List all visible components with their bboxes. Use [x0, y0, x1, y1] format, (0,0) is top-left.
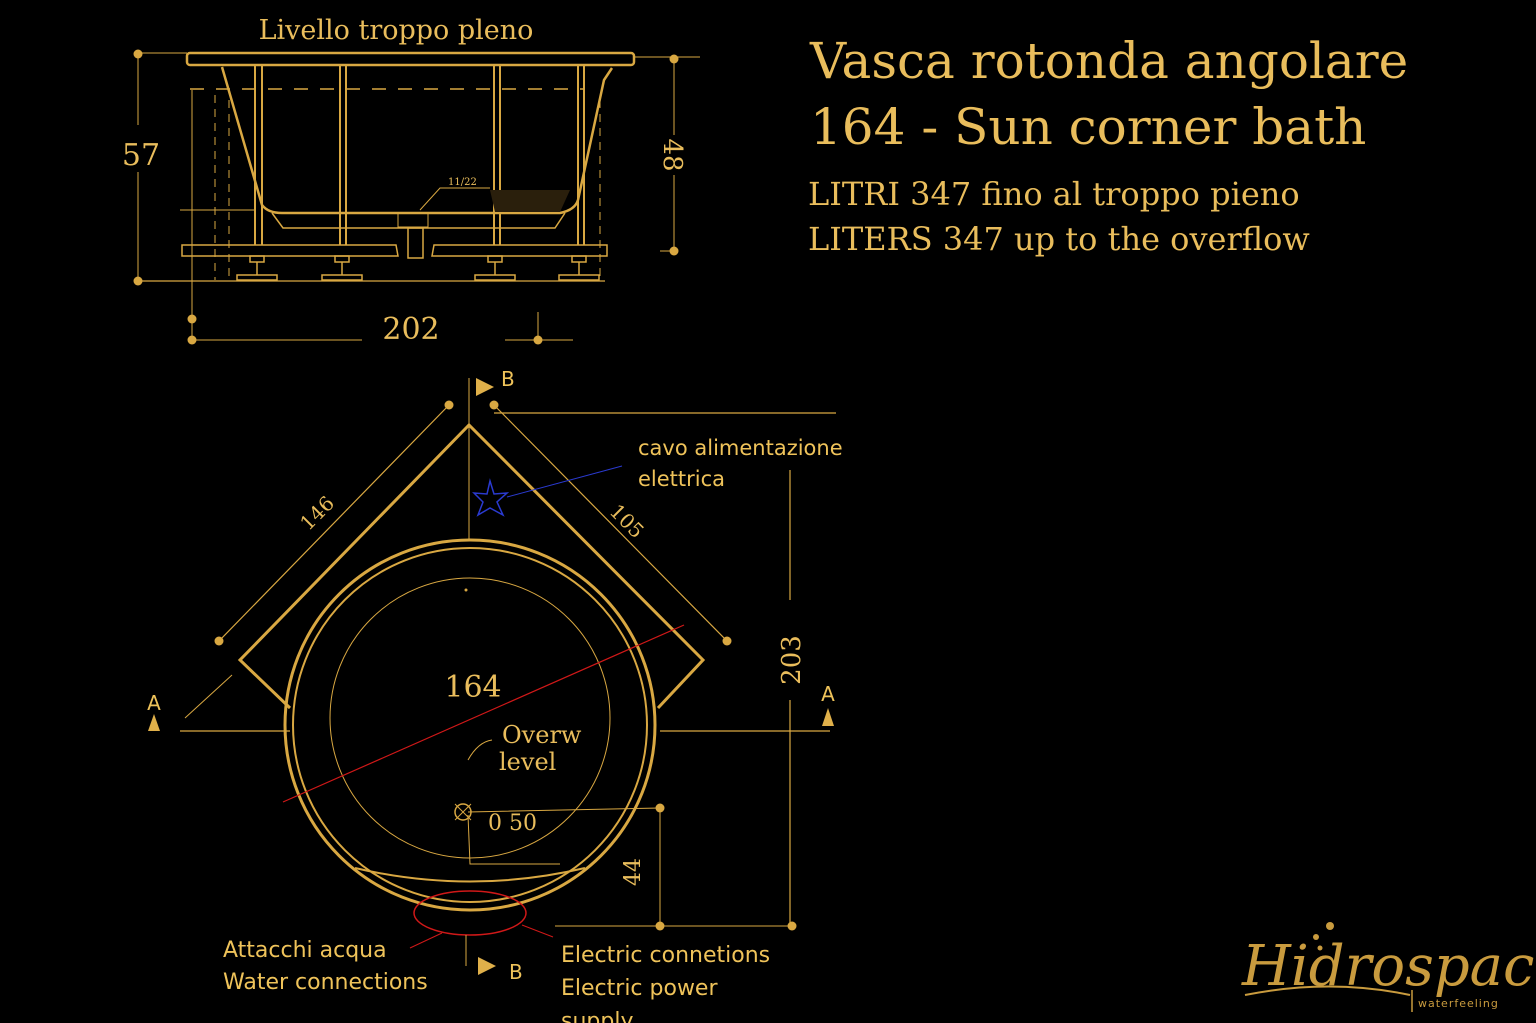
side-dimension-lines: [218, 404, 836, 926]
water-leader: [409, 932, 443, 949]
overflow-level-label: Livello troppo pleno: [259, 15, 534, 46]
height-total-value: 57: [122, 138, 160, 173]
title-block: Vasca rotonda angolare 164 - Sun corner …: [808, 32, 1408, 258]
drain-body: [397, 212, 429, 228]
section-b-arrow-top: [476, 378, 494, 396]
side-left-value: 146: [295, 491, 339, 535]
top-view: B 146 105 A A 164 Overw: [147, 367, 842, 1023]
drain-offset-value: 44: [621, 858, 646, 886]
bath-front-seat: [354, 867, 586, 883]
overflow-leader: [467, 739, 493, 761]
bath-rim: [185, 51, 636, 67]
drain-shading: [490, 190, 570, 212]
section-a-arrow-left: [148, 714, 160, 731]
hidden-lines: [180, 95, 601, 280]
drain-leader: [419, 187, 490, 211]
power-cable-label-2: elettrica: [638, 467, 725, 491]
electric-leader: [521, 924, 554, 938]
title-line-1: Vasca rotonda angolare: [809, 32, 1408, 90]
drain-leader-lines: [467, 807, 661, 865]
bath-inner-rim: [292, 547, 648, 903]
base-slab-left: [181, 244, 399, 257]
corner-skirt-outline: [237, 422, 706, 710]
overflow-label-2: level: [499, 748, 556, 776]
section-a-arrow-right: [822, 708, 834, 726]
skirt-leader-left: [184, 674, 233, 719]
section-b-label-top: B: [501, 367, 515, 391]
side-view: Livello troppo pleno 11/22: [122, 15, 700, 347]
dimension-length-202: 202: [187, 90, 573, 347]
height-inner-value: 48: [657, 138, 687, 171]
electric-label-1: Electric connetions: [561, 943, 770, 968]
title-line-2: 164 - Sun corner bath: [810, 98, 1366, 156]
basin-bottom: [271, 212, 566, 229]
capacity-english: LITERS 347 up to the overflow: [808, 220, 1310, 258]
electric-label-2: Electric power: [561, 976, 718, 1001]
capacity-italian: LITRI 347 fino al troppo pieno: [808, 175, 1300, 213]
section-a-label-left: A: [147, 691, 161, 715]
section-cut-line: [282, 624, 685, 803]
power-cable-star-icon: [472, 478, 510, 517]
dimension-height-48: 48: [634, 54, 700, 256]
water-label-en: Water connections: [223, 970, 428, 995]
section-b-label-bottom: B: [509, 960, 523, 984]
overflow-label-1: Overw: [502, 721, 582, 749]
support-legs: [254, 65, 585, 245]
water-connections-marker: [413, 890, 527, 936]
diameter-value: 164: [444, 670, 501, 705]
hidrospace-logo: Hidrospace waterfeeling: [1241, 922, 1536, 1012]
logo-tagline: waterfeeling: [1418, 997, 1499, 1010]
dimension-height-57: 57: [122, 49, 187, 286]
base-slab-right: [431, 244, 608, 257]
power-cable-label-1: cavo alimentazione: [638, 436, 843, 460]
section-b-arrow-bottom: [478, 957, 496, 975]
adjustable-feet: [236, 255, 600, 281]
side-right-value: 105: [605, 499, 649, 543]
drain-size: 0 50: [488, 811, 537, 836]
water-label-it: Attacchi acqua: [223, 938, 387, 963]
power-cable-leader: [506, 465, 623, 498]
drain-note: 11/22: [448, 177, 477, 188]
drain-pipe: [407, 227, 424, 259]
electric-label-3: supply: [561, 1009, 633, 1023]
depth-value: 203: [777, 635, 807, 685]
section-a-label-right: A: [821, 682, 835, 706]
length-value: 202: [382, 312, 439, 347]
bath-outer-rim: [283, 538, 657, 912]
